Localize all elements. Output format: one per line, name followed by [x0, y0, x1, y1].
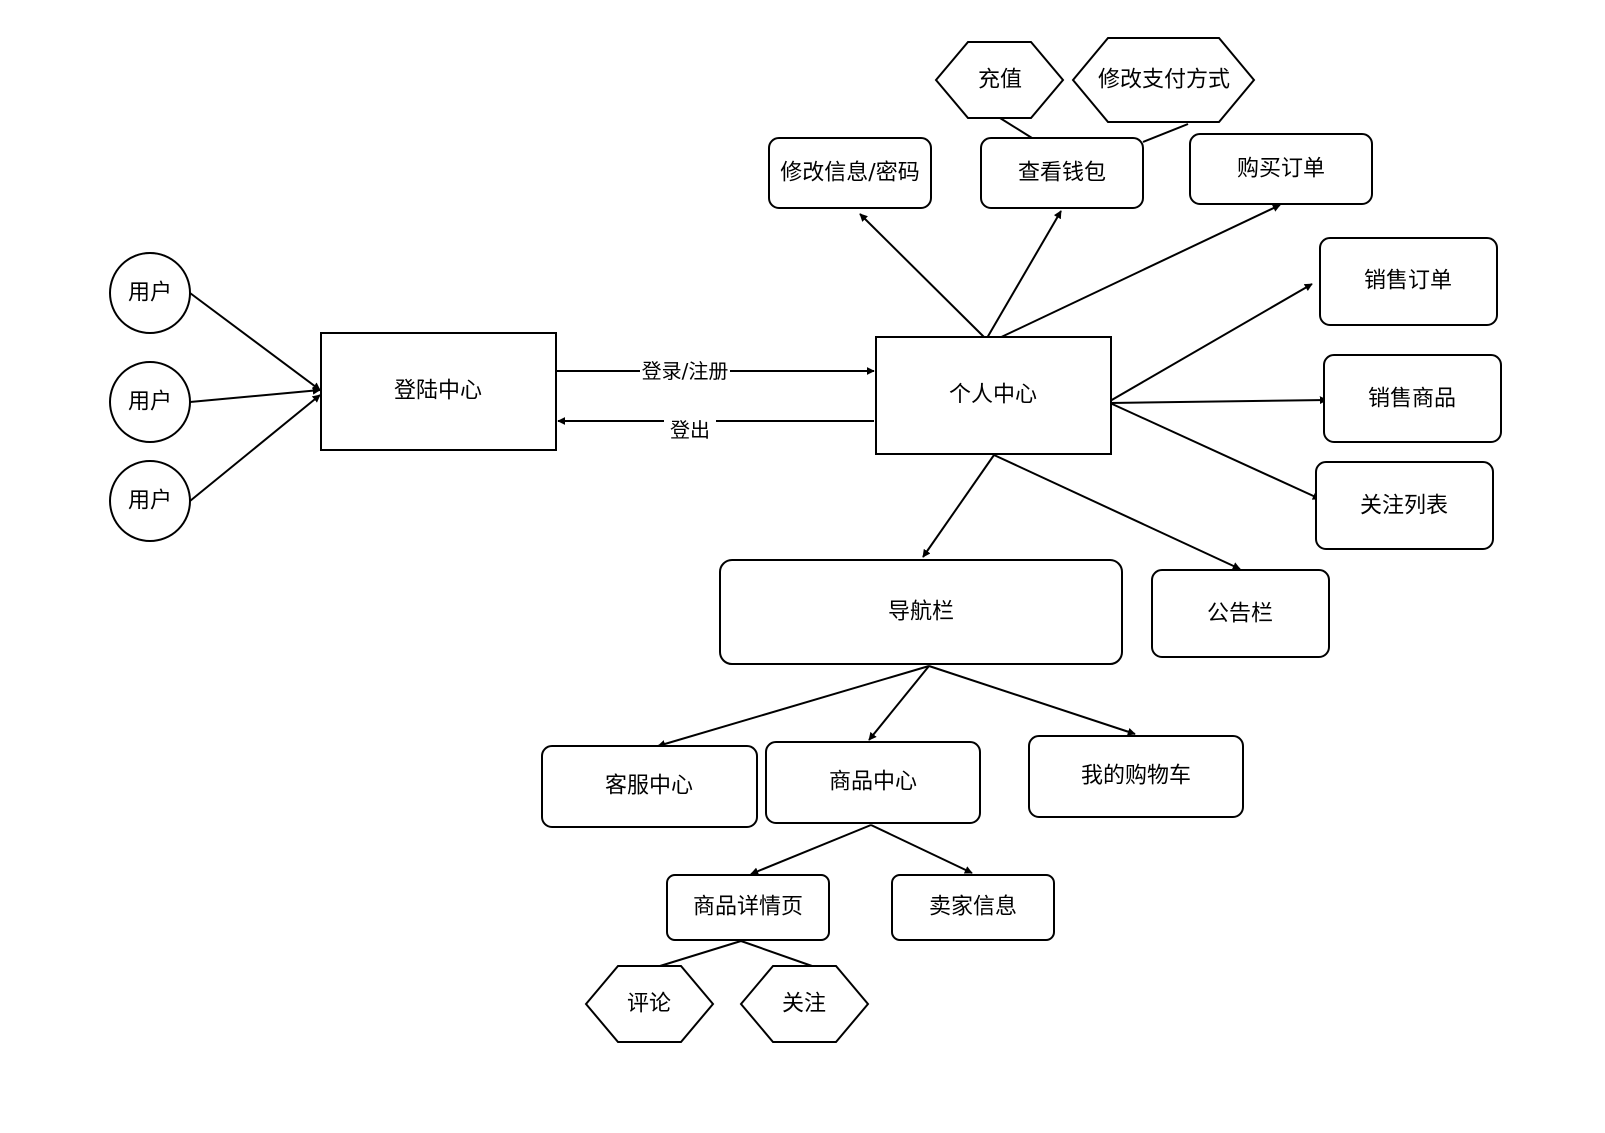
node-navbar-label: 导航栏: [888, 600, 954, 625]
node-seller-info[interactable]: 卖家信息: [891, 874, 1055, 941]
node-comment-label: 评论: [627, 992, 671, 1017]
edge-navbar-service: [657, 665, 930, 748]
node-product-center-label: 商品中心: [829, 770, 917, 795]
node-purchase-orders[interactable]: 购买订单: [1189, 133, 1373, 205]
node-follow[interactable]: 关注: [739, 965, 870, 1043]
node-user-3[interactable]: 用户: [109, 460, 191, 542]
node-edit-info-label: 修改信息/密码: [780, 161, 919, 186]
node-login-center[interactable]: 登陆中心: [320, 332, 557, 451]
edge-personal-follow-list: [1109, 402, 1321, 500]
node-navbar[interactable]: 导航栏: [719, 559, 1123, 665]
edge-personal-wallet: [986, 210, 1062, 339]
node-my-cart-label: 我的购物车: [1081, 764, 1191, 789]
node-product-detail-label: 商品详情页: [693, 895, 803, 920]
node-edit-info[interactable]: 修改信息/密码: [768, 137, 932, 209]
node-recharge-label: 充值: [978, 68, 1022, 93]
node-sales-orders-label: 销售订单: [1364, 269, 1452, 294]
node-product-detail[interactable]: 商品详情页: [666, 874, 830, 941]
edge-user2-login: [189, 386, 321, 403]
node-customer-service-label: 客服中心: [605, 774, 693, 799]
node-notice-board-label: 公告栏: [1207, 602, 1273, 627]
node-seller-info-label: 卖家信息: [929, 895, 1017, 920]
node-edit-payment-label: 修改支付方式: [1098, 68, 1230, 93]
edge-wallet-recharge: [999, 117, 1033, 139]
node-user-3-label: 用户: [128, 489, 172, 514]
edge-navbar-cart: [928, 665, 1136, 736]
node-view-wallet[interactable]: 查看钱包: [980, 137, 1144, 209]
edge-personal-sales-products: [1109, 396, 1328, 405]
node-my-cart[interactable]: 我的购物车: [1028, 735, 1244, 818]
node-user-2-label: 用户: [128, 390, 172, 415]
edge-label-logout: 登出: [670, 418, 710, 442]
edge-personal-navbar: [922, 454, 995, 558]
edge-label-bg-logout: [664, 418, 716, 442]
edge-product-detail: [750, 824, 872, 875]
edge-detail-follow: [740, 940, 813, 967]
node-edit-payment[interactable]: 修改支付方式: [1071, 37, 1256, 123]
node-personal-center-label: 个人中心: [949, 383, 1037, 408]
edge-detail-comment: [659, 940, 742, 967]
edge-labels: 登录/注册 登出: [640, 359, 730, 442]
node-sales-products[interactable]: 销售商品: [1323, 354, 1502, 443]
node-recharge[interactable]: 充值: [934, 41, 1065, 119]
edge-label-login-register: 登录/注册: [642, 359, 729, 383]
edge-navbar-product: [868, 665, 930, 741]
node-sales-products-label: 销售商品: [1368, 387, 1456, 412]
node-user-1-label: 用户: [128, 281, 172, 306]
node-login-center-label: 登陆中心: [394, 379, 482, 404]
node-notice-board[interactable]: 公告栏: [1151, 569, 1330, 658]
node-comment[interactable]: 评论: [584, 965, 715, 1043]
node-customer-service[interactable]: 客服中心: [541, 745, 758, 828]
node-product-center[interactable]: 商品中心: [765, 741, 981, 824]
edge-label-bg-login: [640, 359, 730, 383]
node-personal-center[interactable]: 个人中心: [875, 336, 1112, 455]
node-follow-label: 关注: [782, 992, 826, 1017]
edge-personal-sales-orders: [1109, 283, 1313, 402]
node-user-1[interactable]: 用户: [109, 252, 191, 334]
edge-personal-edit-info: [859, 213, 986, 339]
edge-user3-login: [189, 394, 321, 502]
edge-personal-notice: [993, 454, 1241, 570]
node-user-2[interactable]: 用户: [109, 361, 191, 443]
node-sales-orders[interactable]: 销售订单: [1319, 237, 1498, 326]
node-follow-list-label: 关注列表: [1360, 494, 1448, 519]
node-follow-list[interactable]: 关注列表: [1315, 461, 1494, 550]
edge-wallet-payment: [1142, 123, 1189, 143]
edge-product-seller: [870, 824, 973, 874]
edge-personal-purchase: [994, 204, 1281, 341]
edge-user1-login: [189, 292, 321, 391]
node-purchase-orders-label: 购买订单: [1237, 157, 1325, 182]
edges: [189, 117, 1328, 967]
node-view-wallet-label: 查看钱包: [1018, 161, 1106, 186]
